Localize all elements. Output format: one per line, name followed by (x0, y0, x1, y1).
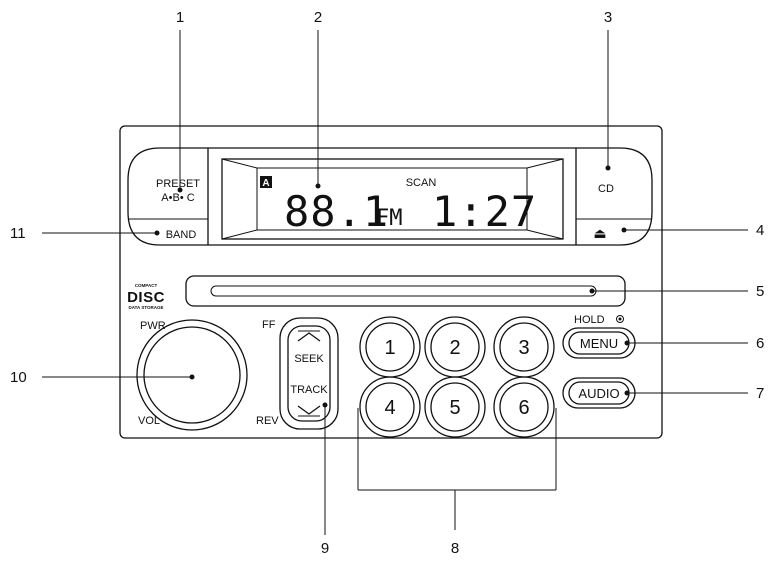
callout-1: 1 (176, 9, 184, 26)
logo-top: COMPACT (135, 283, 158, 288)
audio-label: AUDIO (578, 386, 619, 401)
menu-label: MENU (580, 336, 618, 351)
hold-indicator-icon (616, 315, 624, 323)
preset-button-4[interactable]: 4 (359, 376, 421, 438)
preset-bank-badge-bg (260, 176, 272, 188)
band-button[interactable]: BAND (166, 229, 197, 241)
preset-band-panel (127, 147, 209, 246)
callout-2: 2 (314, 9, 322, 26)
chevron-up-icon (297, 332, 321, 342)
cd-eject-panel (575, 147, 653, 246)
frequency-readout: 88.1 (284, 187, 389, 236)
eject-icon[interactable]: ⏏ (593, 225, 606, 241)
preset-button[interactable]: PRESET A•B• C (156, 178, 200, 204)
preset-button-1[interactable]: 1 (359, 316, 421, 378)
preset-bank-badge: A (262, 178, 269, 189)
callout-5: 5 (756, 283, 764, 300)
leader-lines (42, 30, 748, 535)
preset-number: 5 (449, 397, 460, 419)
preset-number: 1 (384, 337, 395, 359)
track-label: TRACK (290, 384, 328, 396)
callout-6: 6 (756, 335, 764, 352)
callout-3: 3 (604, 9, 612, 26)
ff-label: FF (262, 319, 276, 331)
preset-label-line2: A•B• C (161, 192, 194, 204)
callout-7: 7 (756, 385, 764, 402)
callout-9: 9 (321, 540, 329, 557)
callout-11: 11 (10, 225, 26, 242)
preset-label-line1: PRESET (156, 178, 200, 190)
callout-4: 4 (756, 222, 764, 239)
vol-label: VOL (138, 415, 160, 427)
logo-bottom: DATA STORAGE (128, 305, 163, 310)
clock-readout: 1:27 (432, 187, 537, 236)
preset-button-2[interactable]: 2 (424, 316, 486, 378)
logo-main: DISC (127, 289, 165, 306)
preset-number: 6 (518, 397, 529, 419)
callout-8: 8 (451, 540, 459, 557)
compact-disc-logo: COMPACT DISC DATA STORAGE (127, 283, 165, 310)
preset-number: 2 (449, 337, 460, 359)
rev-label: REV (256, 415, 279, 427)
chevron-down-icon (297, 405, 321, 415)
cd-button[interactable]: CD (598, 183, 614, 195)
seek-label: SEEK (294, 353, 324, 365)
callout-10: 10 (10, 369, 27, 386)
faceplate (119, 125, 663, 439)
audio-button[interactable]: AUDIO (562, 377, 636, 409)
preset-button-6[interactable]: 6 (493, 376, 555, 438)
display-panel (208, 147, 576, 246)
seek-track-rocker[interactable] (279, 317, 339, 430)
preset-number: 3 (518, 337, 529, 359)
band-readout: FM (376, 206, 403, 231)
preset-button-5[interactable]: 5 (424, 376, 486, 438)
preset-bracket (357, 408, 557, 530)
preset-button-3[interactable]: 3 (493, 316, 555, 378)
hold-indicator-dot (618, 317, 622, 321)
cd-slot[interactable] (185, 275, 626, 307)
menu-button[interactable]: MENU (562, 327, 636, 359)
power-volume-knob[interactable] (136, 319, 248, 431)
scan-indicator: SCAN (406, 177, 437, 189)
pwr-label: PWR (140, 320, 166, 332)
hold-label: HOLD (574, 314, 605, 326)
preset-number: 4 (384, 397, 395, 419)
